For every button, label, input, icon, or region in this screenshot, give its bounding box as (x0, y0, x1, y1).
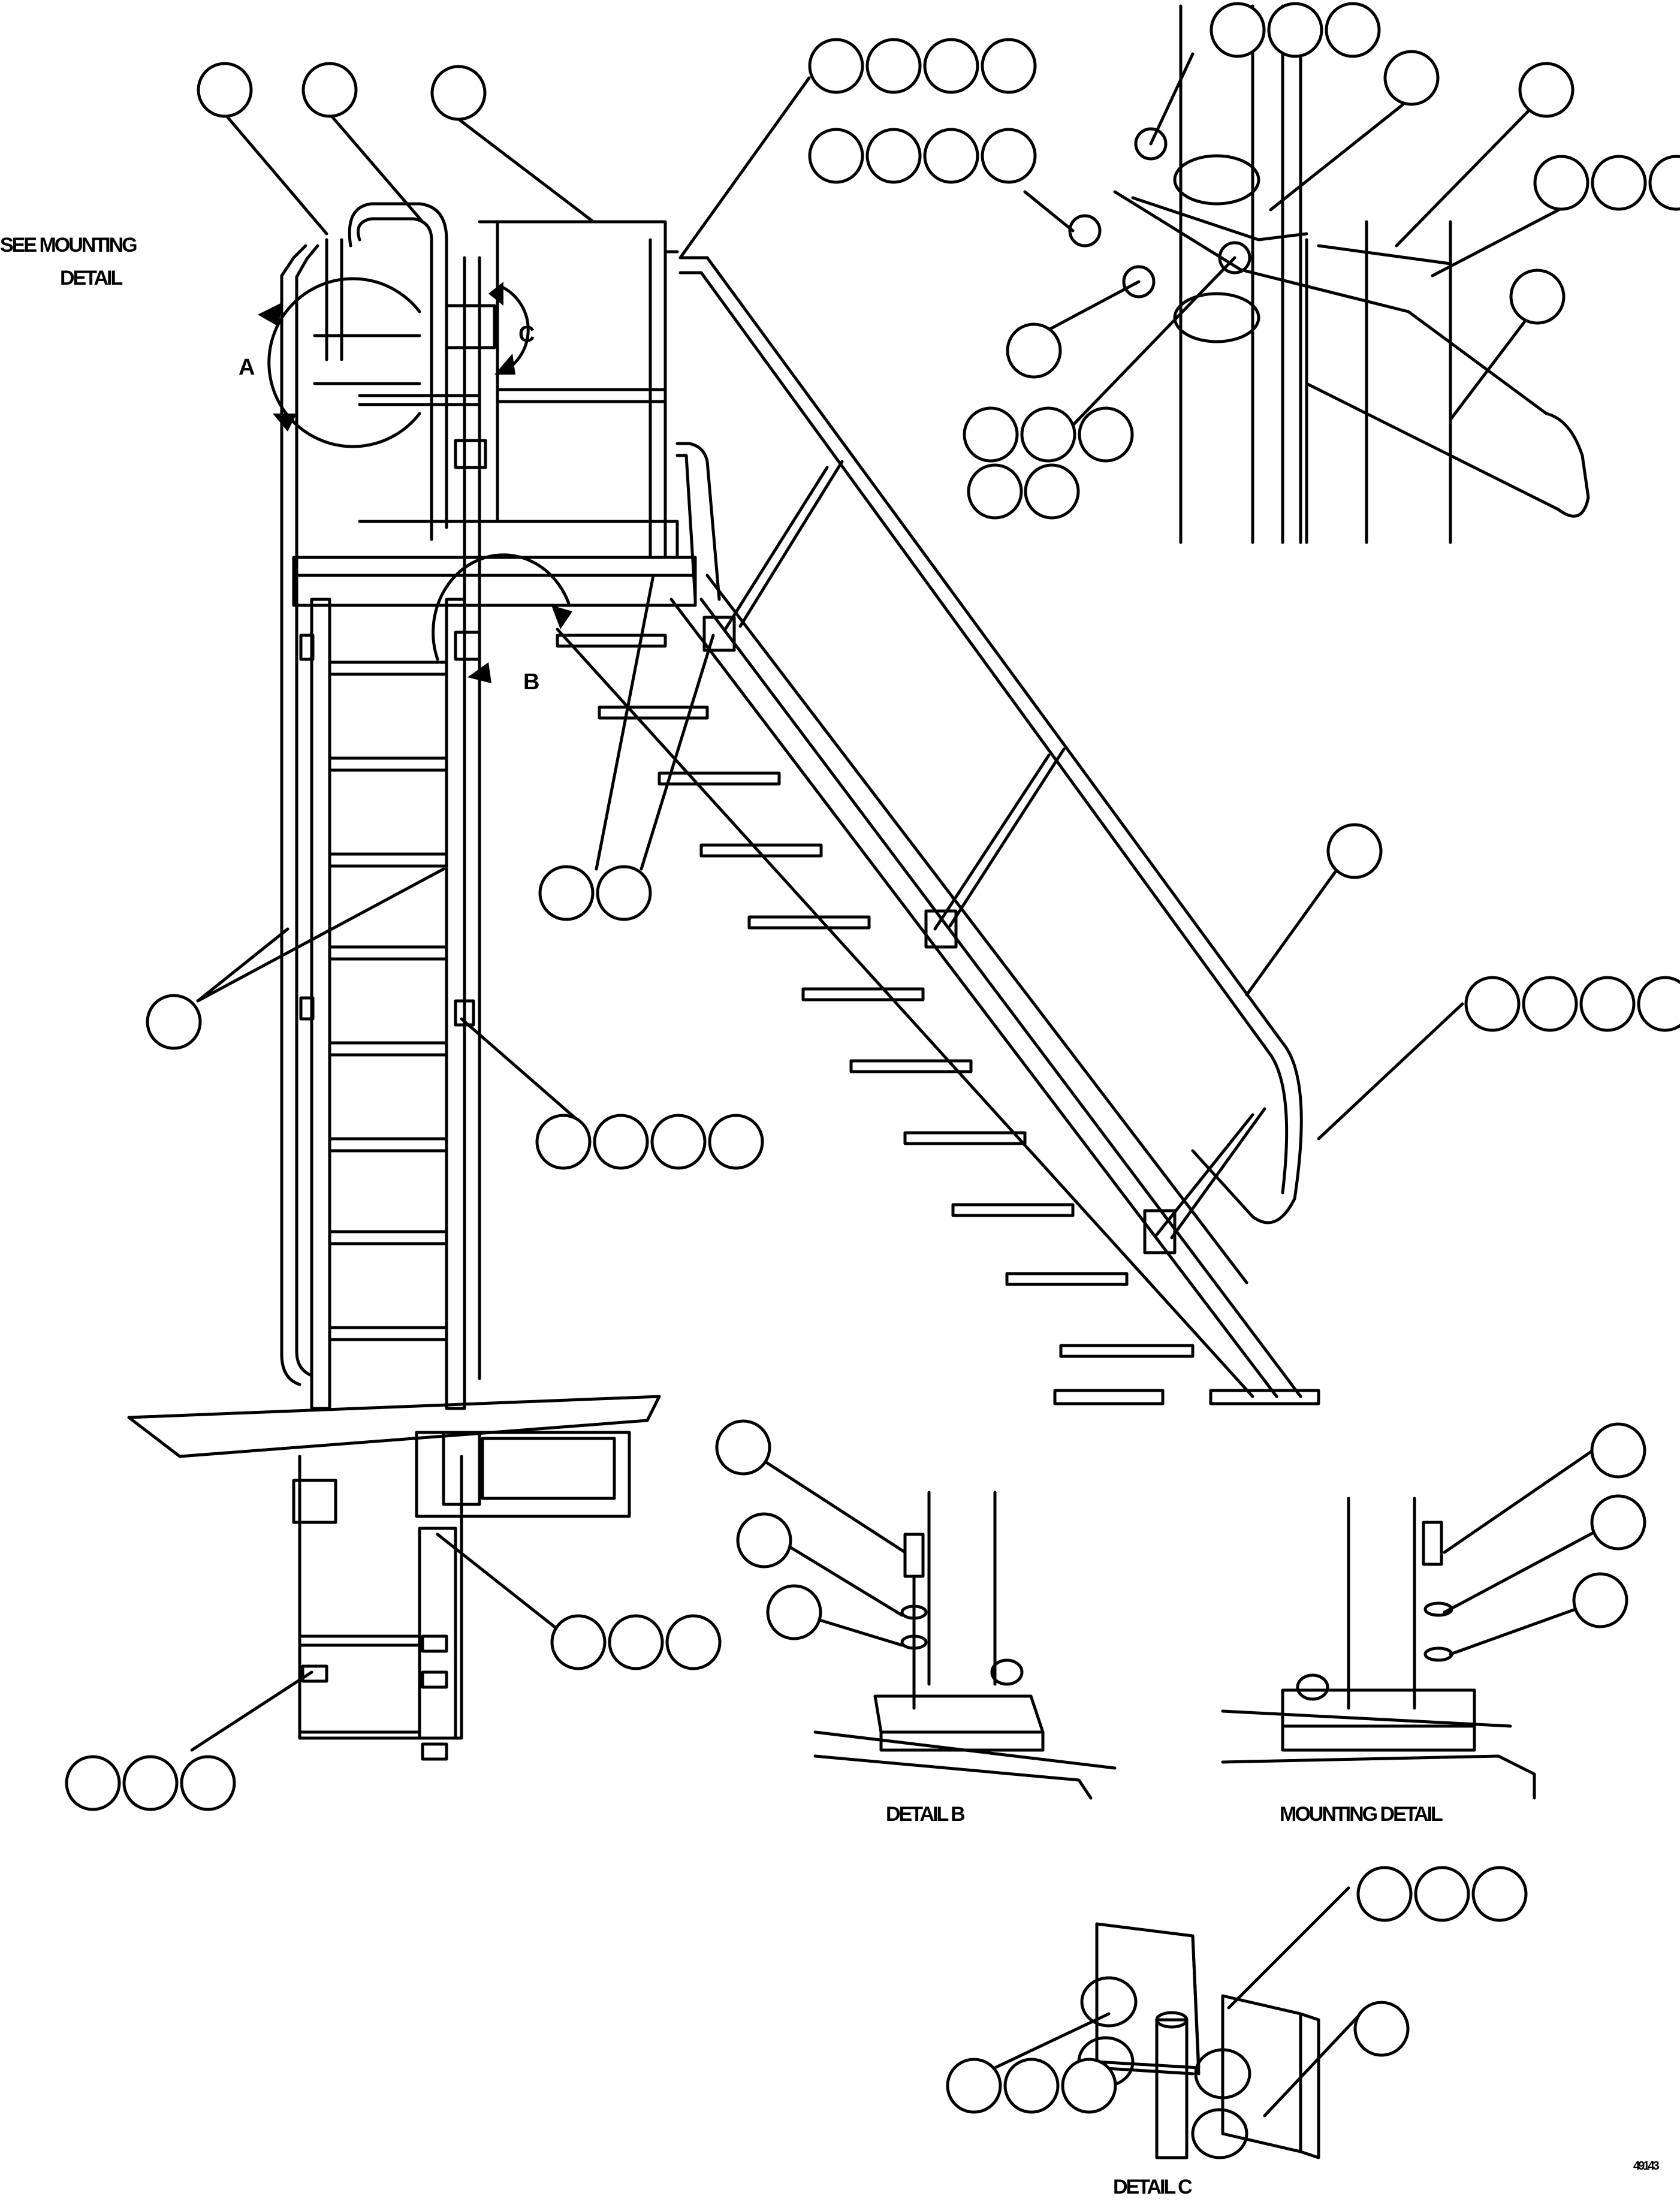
view-indicators (267, 277, 571, 661)
callout-balloon (923, 38, 979, 94)
callout-balloon (538, 865, 595, 921)
view-circle-b (432, 553, 571, 661)
ladder-rungs (328, 660, 448, 1341)
callout-balloon (967, 463, 1023, 520)
callout-balloon (596, 865, 652, 921)
callout-balloon (946, 2058, 1002, 2114)
callout-balloon (1591, 155, 1647, 211)
callout-balloon (1533, 155, 1589, 211)
callout-balloon (1522, 976, 1578, 1032)
view-b-label: B (523, 669, 539, 695)
callout-balloon (715, 1419, 771, 1476)
callout-balloon (1078, 406, 1134, 463)
view-circle-a (267, 277, 421, 448)
callout-balloon (1020, 406, 1076, 463)
view-a-label: A (239, 355, 255, 380)
callout-balloon (650, 1114, 707, 1170)
stair-treads (556, 634, 1195, 1358)
detail-b-title: DETAIL B (886, 1803, 965, 1826)
detail-c-title: DETAIL C (1113, 2176, 1192, 2198)
callout-balloon (981, 128, 1037, 184)
callout-balloon (1579, 976, 1636, 1032)
callout-balloon (963, 406, 1019, 463)
callout-balloon (180, 1755, 236, 1811)
callout-balloon (1590, 1494, 1646, 1551)
callout-balloon (430, 65, 487, 121)
callout-balloon (1006, 322, 1062, 379)
callout-balloon (1356, 1866, 1413, 1922)
callout-balloons (65, 2, 1680, 2114)
callout-balloon (1383, 50, 1440, 106)
callout-balloon (708, 1114, 764, 1170)
view-circle-c (502, 286, 530, 373)
callout-balloon (766, 1584, 822, 1640)
callout-balloon (1648, 155, 1680, 211)
callout-balloon (1326, 823, 1383, 879)
callout-balloon (1267, 2, 1323, 58)
callout-balloon (923, 128, 979, 184)
callout-balloon (1210, 2, 1266, 58)
mounting-detail (1221, 1497, 1536, 1800)
callout-balloon (197, 62, 253, 118)
callout-balloon (550, 1614, 607, 1670)
callout-balloon (808, 128, 864, 184)
callout-balloon (1471, 1866, 1528, 1922)
callout-balloon (535, 1114, 592, 1170)
callout-balloon (301, 62, 358, 118)
callout-balloon (1003, 2058, 1060, 2114)
lower-platform (127, 1395, 661, 1761)
callout-balloon (122, 1755, 179, 1811)
callout-balloon (1637, 976, 1680, 1032)
callout-balloon (593, 1114, 649, 1170)
callout-balloon (1061, 2058, 1117, 2114)
view-c-label: C (518, 322, 535, 347)
callout-balloon (1509, 269, 1566, 325)
callout-balloon (665, 1614, 722, 1670)
callout-balloon (1590, 1422, 1646, 1479)
callout-balloon (1353, 2001, 1410, 2057)
callout-balloon (736, 1512, 792, 1568)
callout-balloon (1414, 1866, 1470, 1922)
mounting-detail-title: MOUNTING DETAIL (1280, 1803, 1443, 1826)
callout-balloon (1518, 62, 1575, 118)
detail-a (1068, 4, 1590, 544)
detail-c (1077, 1922, 1320, 2159)
callout-balloon (1024, 463, 1080, 520)
callout-balloon (981, 38, 1037, 94)
callout-balloon (865, 128, 922, 184)
callout-balloon (1325, 2, 1381, 58)
callout-balloon (865, 38, 922, 94)
see-mounting-label: SEE MOUNTING (0, 234, 137, 257)
callout-balloon (1464, 976, 1521, 1032)
figure-id: 49143 (1633, 2159, 1659, 2173)
callout-balloon (65, 1755, 121, 1811)
callout-balloon (608, 1614, 664, 1670)
callout-balloon (1572, 1572, 1628, 1628)
callout-balloon (808, 38, 864, 94)
detail-b (813, 1491, 1117, 1800)
vertical-ladder (280, 202, 697, 1410)
see-mounting-detail-label: DETAIL (60, 267, 122, 289)
stairway (556, 256, 1320, 1405)
view-arrows (258, 282, 572, 683)
callout-balloon (146, 994, 202, 1050)
